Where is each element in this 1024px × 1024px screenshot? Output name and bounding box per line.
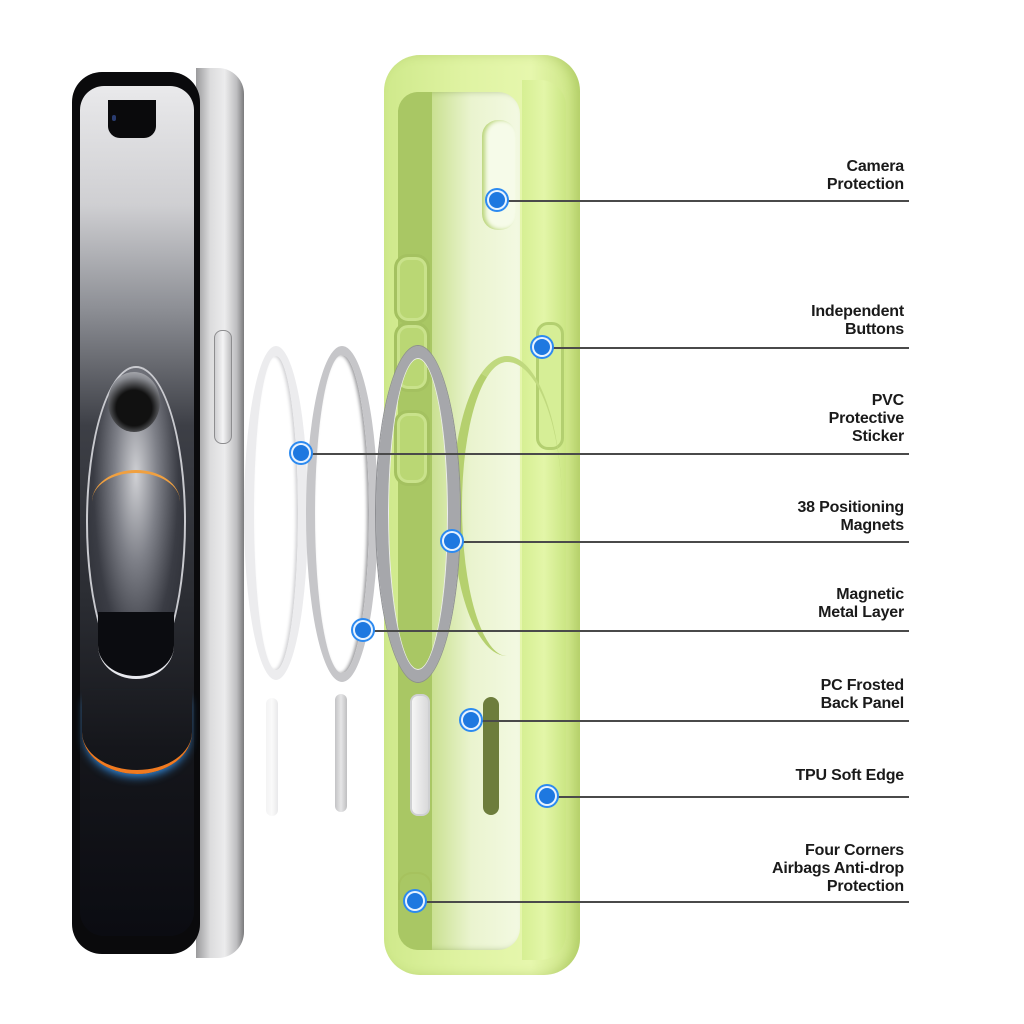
callout-dot-icon [407,893,423,909]
callout-dot-icon [463,712,479,728]
phone-side-button [214,330,232,444]
camera-cutout [482,120,516,230]
sticker-strip [266,698,278,816]
label-tpu-soft-edge: TPU Soft Edge [795,767,904,784]
phone-notch [108,100,156,138]
callout-dot-icon [539,788,555,804]
metal-strip [335,694,347,812]
callout-line-tpu [547,796,909,798]
callout-line-back-panel [471,720,909,722]
label-38-positioning-magnets: 38 Positioning Magnets [797,499,904,534]
wallpaper-small-orb [108,372,160,432]
wallpaper-bottom-arc [98,612,174,679]
callout-line-sticker [301,453,909,455]
callout-dot-icon [534,339,550,355]
wallpaper-arc [92,470,180,533]
label-four-corners-airbags: Four Corners Airbags Anti-drop Protectio… [772,842,904,895]
magnet-ring [376,346,460,682]
magnet-recess [452,356,562,656]
callout-dot-icon [293,445,309,461]
callout-dot-icon [444,533,460,549]
phone-side-frame [196,68,244,958]
callout-line-metal [363,630,909,632]
callout-line-magnets [452,541,909,543]
case-slot-dark [483,697,499,815]
pvc-sticker-ring [244,346,308,680]
label-independent-buttons: Independent Buttons [811,303,904,338]
label-pvc-protective-sticker: PVC Protective Sticker [828,392,905,445]
callout-dot-icon [355,622,371,638]
label-pc-frosted-back-panel: PC Frosted Back Panel [820,677,905,712]
callout-line-camera [497,200,909,202]
corner-airbag [398,872,432,900]
label-camera-protection: Camera Protection [826,158,904,193]
metal-layer-ring [306,346,378,682]
front-camera-icon [112,115,116,121]
case-slot-light [410,694,430,816]
callout-line-buttons [542,347,909,349]
case-button-cover-1 [394,254,430,324]
label-magnetic-metal-layer: Magnetic Metal Layer [818,586,904,621]
wallpaper-glow [82,690,192,774]
callout-line-corners [415,901,909,903]
callout-dot-icon [489,192,505,208]
